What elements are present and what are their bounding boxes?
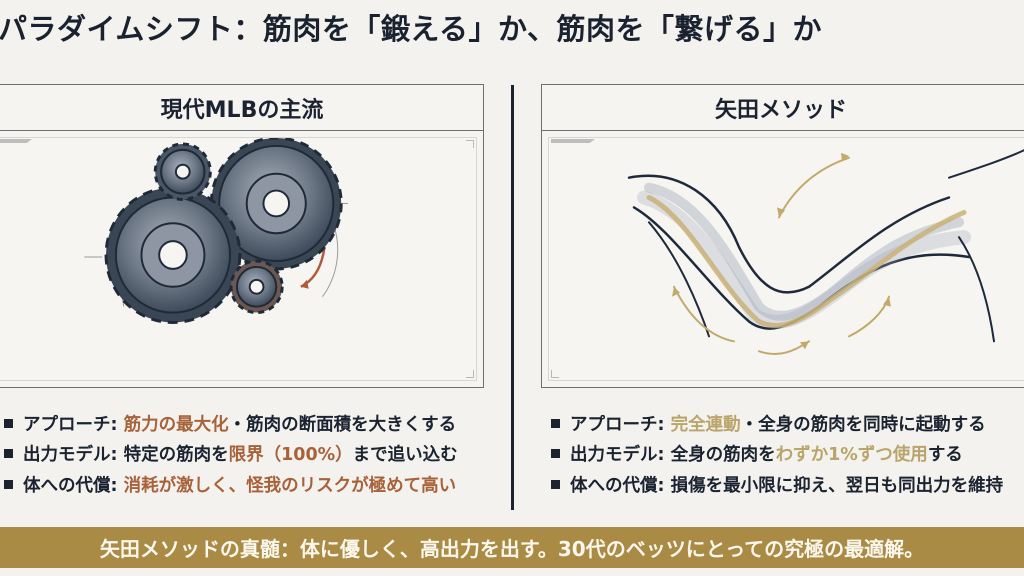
bullet-square-icon xyxy=(551,479,560,489)
frame-accent xyxy=(0,139,32,143)
bullet-square-icon xyxy=(551,449,560,459)
page-title: パラダイムシフト：筋肉を「鍛える」か、筋肉を「繋げる」か xyxy=(0,12,822,46)
mlb-bullet-list: アプローチ: 筋力の最大化・筋肉の断面積を大きくする 出力モデル: 特定の筋肉を… xyxy=(4,408,458,500)
bullet-square-icon xyxy=(4,449,13,459)
bullet-square-icon xyxy=(551,418,560,428)
connected-muscles-icon xyxy=(627,149,1024,356)
bullet-body-cost: 体への代償: 消耗が激しく、怪我のリスクが極めて高い xyxy=(4,469,458,500)
bullet-output-model: 出力モデル: 特定の筋肉を限界（100%）まで追い込む xyxy=(4,439,458,470)
gears-icon xyxy=(84,138,349,324)
panel-yada-method: 矢田メソッド xyxy=(541,84,1024,388)
panel-header: 現代MLBの主流 xyxy=(0,85,483,131)
panel-header: 矢田メソッド xyxy=(542,85,1024,131)
bullet-square-icon xyxy=(4,479,13,489)
illustration-frame xyxy=(548,137,1024,381)
yada-bullet-list: アプローチ: 完全連動・全身の筋肉を同時に起動する 出力モデル: 全身の筋肉をわ… xyxy=(551,408,1003,500)
illustration-frame xyxy=(0,137,477,381)
bullet-square-icon xyxy=(4,418,13,428)
bullet-output-model: 出力モデル: 全身の筋肉をわずか1%ずつ使用する xyxy=(551,439,1003,470)
frame-accent xyxy=(551,139,595,143)
bullet-body-cost: 体への代償: 損傷を最小限に抑え、翌日も同出力を維持 xyxy=(551,469,1003,500)
summary-banner: 矢田メソッドの真髄：体に優しく、高出力を出す。30代のベッツにとっての究極の最適… xyxy=(0,527,1024,568)
panel-mlb-mainstream: 現代MLBの主流 xyxy=(0,84,484,388)
bullet-approach: アプローチ: 筋力の最大化・筋肉の断面積を大きくする xyxy=(4,408,458,439)
vertical-divider xyxy=(511,85,514,510)
bullet-approach: アプローチ: 完全連動・全身の筋肉を同時に起動する xyxy=(551,408,1003,439)
